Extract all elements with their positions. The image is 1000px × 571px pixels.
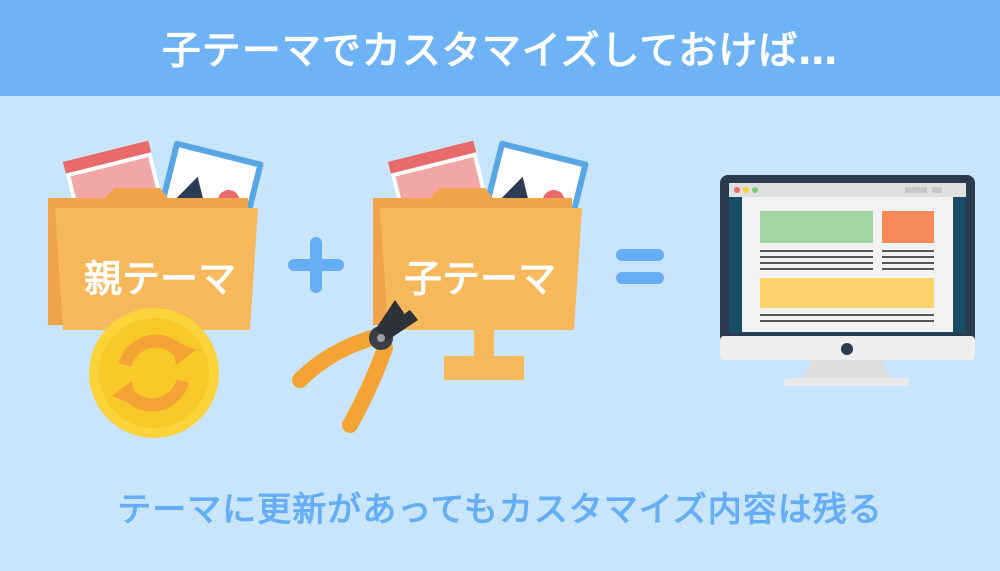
plus-icon [288,237,344,293]
sync-icon [89,308,219,438]
child-folder-icon [373,140,589,380]
header-banner: 子テーマでカスタマイズしておけば… [0,0,1000,96]
footer-caption: テーマに更新があってもカスタマイズ内容は残る [117,490,883,530]
parent-folder-icon [48,140,264,330]
monitor-icon [720,175,975,386]
child-theme-label: 子テーマ [403,257,556,301]
equals-icon [616,249,664,284]
header-title: 子テーマでカスタマイズしておけば… [161,29,839,74]
pliers-icon [292,300,418,433]
parent-theme-label: 親テーマ [83,257,236,301]
